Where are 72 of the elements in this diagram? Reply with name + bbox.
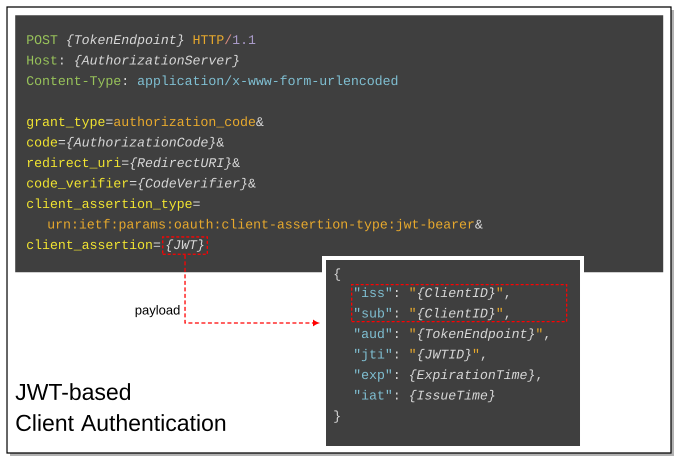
title: JWT-based Client Authentication	[16, 383, 226, 432]
node-label: &	[216, 138, 224, 147]
node-label: :	[396, 352, 398, 358]
highlight-box: {JWT}	[162, 236, 208, 255]
node-label: "jti"	[354, 348, 392, 362]
node-label: "	[537, 328, 542, 333]
node-label: "sub"	[354, 308, 392, 318]
node-label: :	[396, 331, 398, 338]
code-line: urn:ietf:params:oauth:client-assertion-type:jwt-bearer&	[48, 218, 483, 232]
code-line: grant_type=authorization_code&	[27, 116, 264, 129]
node-label: &	[256, 117, 264, 126]
node-label: &	[232, 158, 240, 168]
code-line: Content-Type : application/x-www-form-urlencoded	[26, 75, 398, 88]
node-label: =	[130, 181, 136, 186]
code-line: redirect_uri= {RedirectURI}&	[28, 157, 240, 170]
code-line: "exp" : {ExpirationTime} ,	[354, 369, 540, 382]
node-label: {AuthorizationCode}	[67, 136, 215, 150]
code-line: "sub" : " {ClientID} " ,	[354, 308, 508, 320]
node-label: "iss"	[354, 287, 392, 298]
node-label: {CodeVerifier}	[138, 178, 247, 190]
node-label: :	[396, 290, 398, 297]
code-line: client_assertion_type=	[27, 198, 200, 211]
edge-label: payload	[136, 305, 180, 318]
node-label: =	[122, 160, 128, 165]
node-label: authorization_code	[114, 116, 256, 128]
node-label: {TokenEndpoint}	[67, 34, 184, 47]
node-label: &	[248, 178, 256, 188]
node-label: 1.1	[233, 35, 256, 44]
node-label: ,	[505, 295, 508, 300]
node-label: {ExpirationTime}	[410, 369, 534, 382]
node-label: /	[224, 34, 232, 44]
node-label: {ClientID}	[418, 287, 494, 300]
node-label: ,	[537, 377, 540, 382]
code-line: code_verifier= {CodeVerifier}&	[27, 178, 256, 190]
code-line: "aud" : " {TokenEndpoint} " ,	[354, 328, 548, 341]
node-label: "	[410, 348, 415, 354]
code-line: "iss" : " {ClientID} " ,	[354, 287, 508, 300]
node-label: POST	[27, 35, 58, 44]
code-line: "iat" : {IssueTime}	[354, 390, 494, 402]
node-label: code_verifier	[27, 178, 128, 189]
highlight-box	[351, 284, 568, 322]
node-label: "	[474, 348, 478, 354]
node-label: redirect_uri	[28, 157, 121, 168]
node-label: HTTP	[194, 35, 224, 44]
node-label: ,	[482, 356, 484, 361]
node-label: =	[106, 120, 113, 124]
node-label: "	[410, 308, 415, 312]
node-label: "	[410, 287, 415, 292]
code-line: POST {TokenEndpoint} HTTP/1.1	[27, 34, 256, 47]
node-label: :	[396, 310, 398, 318]
code-line: }	[334, 410, 340, 423]
node-label: ,	[544, 336, 548, 340]
arrow	[184, 254, 319, 326]
node-label: :	[396, 372, 398, 379]
node-label: {JWTID}	[418, 348, 471, 362]
code-line: "jti" : " {JWTID} " ,	[354, 348, 484, 362]
code-line: Host : {AuthorizationServer}	[27, 54, 239, 68]
node-label: "	[498, 308, 502, 312]
node-label: grant_type	[27, 117, 105, 129]
node-label: "exp"	[354, 369, 392, 382]
code-line: client_assertion=	[27, 239, 160, 250]
node-label: "aud"	[354, 328, 392, 338]
node-label: ,	[505, 316, 508, 320]
code-line: {	[334, 268, 340, 281]
code-line: code= {AuthorizationCode}&	[27, 136, 224, 150]
node-label: "	[410, 328, 415, 333]
node-label: code	[27, 136, 58, 147]
node-label: {TokenEndpoint}	[418, 328, 534, 341]
node-label: "	[498, 287, 502, 292]
node-label: {ClientID}	[418, 308, 494, 320]
node-label: {RedirectURI}	[130, 157, 231, 170]
node-label: =	[58, 140, 66, 144]
